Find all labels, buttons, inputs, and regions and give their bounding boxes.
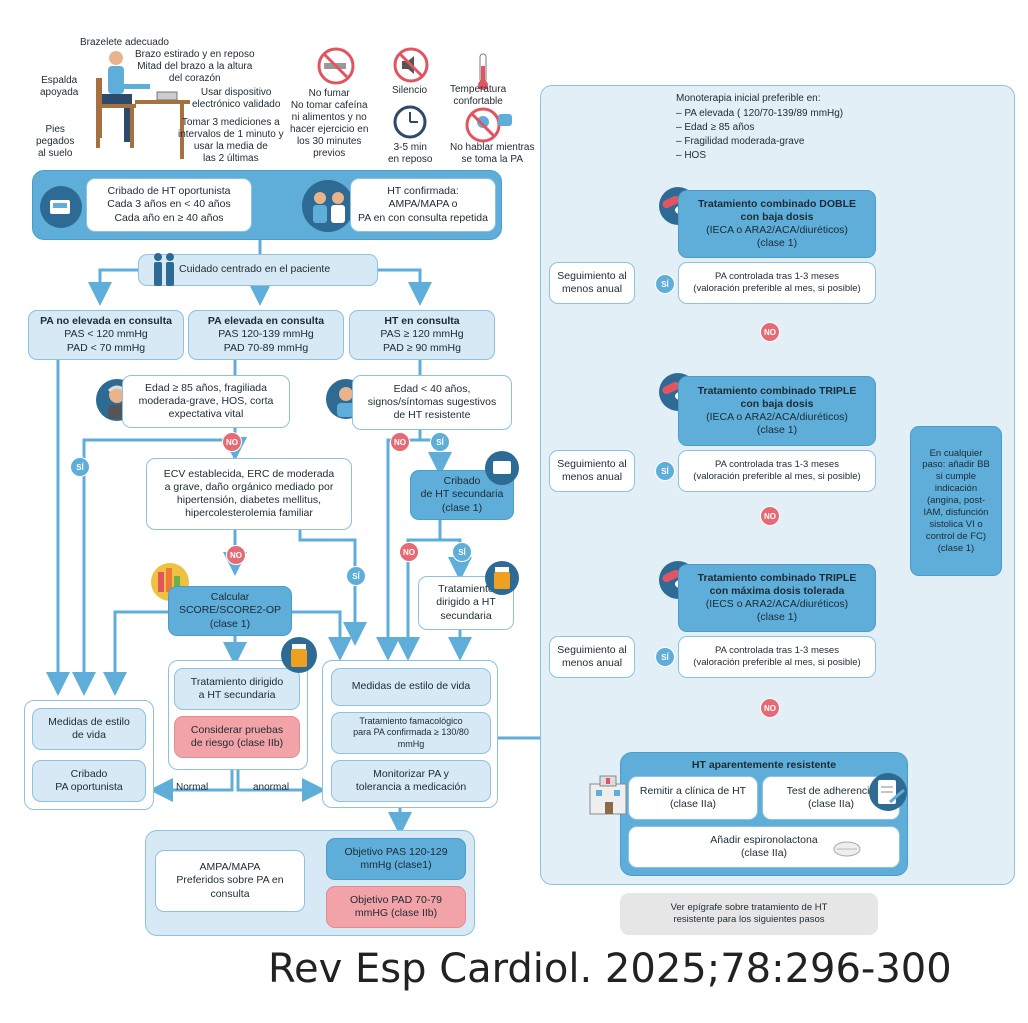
ht-consulta-values: PAS ≥ 120 mmHg PAD ≥ 90 mmHg <box>380 328 464 354</box>
si-badge: SÍ <box>655 647 675 667</box>
no-badge: NO <box>222 432 242 452</box>
mono-item: – HOS <box>676 150 707 161</box>
trat-sec-right-box: Tratamiento dirigido a HT secundaria <box>418 576 514 630</box>
silencio-label: Silencio <box>392 85 428 96</box>
patient-seated-icon <box>96 51 150 148</box>
triple1-box: Tratamiento combinado TRIPLE con baja do… <box>678 376 876 446</box>
no-hablar-label: No hablar mientras se toma la PA <box>450 142 535 165</box>
no-badge: NO <box>226 545 246 565</box>
brazo-label: Brazo estirado y en reposo Mitad del bra… <box>135 49 255 84</box>
bb-box: En cualquier paso: añadir BB si cumple i… <box>910 426 1002 576</box>
si-badge: SÍ <box>452 542 472 562</box>
cribado-oportunista-box: Cribado de HT oportunista Cada 3 años en… <box>86 178 252 232</box>
triple1-sub: (IECA o ARA2/ACA/diuréticos) (clase 1) <box>706 411 848 437</box>
mono-title: Monoterapia inicial preferible en: <box>676 93 821 104</box>
doble-sub: (IECA o ARA2/ACA/diuréticos) (clase 1) <box>706 224 848 250</box>
edad-40-box: Edad < 40 años, signos/síntomas sugestiv… <box>352 375 512 430</box>
cribado-op-box: Cribado PA oportunista <box>32 760 146 802</box>
pa-elevada-box: PA elevada en consulta PAS 120-139 mmHg … <box>188 310 344 360</box>
mono-item: – PA elevada ( 120/70-139/89 mmHg) <box>676 108 844 119</box>
no-talking-icon <box>465 107 512 143</box>
doble-box: Tratamiento combinado DOBLE con baja dos… <box>678 190 876 258</box>
mono-list: – PA elevada ( 120/70-139/89 mmHg) – Eda… <box>676 107 843 163</box>
triple2-title: Tratamiento combinado TRIPLE con máxima … <box>697 571 857 597</box>
citation: Rev Esp Cardiol. 2025;78:296-300 <box>268 946 952 992</box>
pill-bottle-icon <box>281 637 317 673</box>
doble-title: Tratamiento combinado DOBLE con baja dos… <box>697 197 857 223</box>
bp-monitor-icon-2 <box>485 451 519 485</box>
bp-monitor-icon <box>40 186 82 228</box>
cuidado-label: Cuidado centrado en el paciente <box>179 263 331 276</box>
no-badge: NO <box>399 542 419 562</box>
pa-no-elevada-box: PA no elevada en consulta PAS < 120 mmHg… <box>28 310 184 360</box>
seguimiento-box-1: Seguimiento al menos anual <box>549 262 635 304</box>
triple1-title: Tratamiento combinado TRIPLE con baja do… <box>697 384 857 410</box>
si-badge: SÍ <box>346 566 366 586</box>
edad-85-box: Edad ≥ 85 años, fragiliada moderada-grav… <box>122 375 290 428</box>
dispositivo-label: Usar dispositivo electrónico validado <box>192 87 281 110</box>
ampa-box: AMPA/MAPA Preferidos sobre PA en consult… <box>155 850 305 912</box>
table-device-icon <box>135 91 190 159</box>
anormal-label: anormal <box>253 782 290 793</box>
ht-confirmada-box: HT confirmada: AMPA/MAPA o PA en con con… <box>350 178 496 232</box>
hospital-icon <box>589 775 627 815</box>
controlada-box-2: PA controlada tras 1-3 meses (valoración… <box>678 450 876 492</box>
si-badge: SÍ <box>70 457 90 477</box>
pa-no-elevada-values: PAS < 120 mmHg PAD < 70 mmHg <box>64 328 148 354</box>
triple2-sub: (IECS o ARA2/ACA/diuréticos) (clase 1) <box>705 598 849 624</box>
ecv-box: ECV establecida, ERC de moderada a grave… <box>146 458 352 530</box>
no-badge: NO <box>760 698 780 718</box>
controlada-box-3: PA controlada tras 1-3 meses (valoración… <box>678 636 876 678</box>
seguimiento-box-2: Seguimiento al menos anual <box>549 450 635 492</box>
pruebas-box: Considerar pruebas de riesgo (clase IIb) <box>174 716 300 758</box>
medidas-left-box: Medidas de estilo de vida <box>32 708 146 750</box>
objetivo-pas-box: Objetivo PAS 120-129 mmHg (clase1) <box>326 838 466 880</box>
si-badge: SÍ <box>655 461 675 481</box>
pill-bottle-icon-2 <box>485 561 519 595</box>
reposo-label: 3-5 min en reposo <box>388 142 433 165</box>
clipboard-icon <box>869 773 907 811</box>
seguimiento-box-3: Seguimiento al menos anual <box>549 636 635 678</box>
cuidado-centrado-box: Cuidado centrado en el paciente <box>138 254 378 286</box>
no-smoking-icon <box>317 47 355 85</box>
pies-label: Pies pegados al suelo <box>36 124 75 159</box>
no-fumar-label: No fumar No tomar cafeína ni alimentos y… <box>290 88 369 159</box>
cribado-sec-box: Cribado de HT secundaria (clase 1) <box>410 470 514 520</box>
no-badge: NO <box>390 432 410 452</box>
silence-icon <box>393 47 429 83</box>
normal-label: Normal <box>176 782 209 793</box>
resistente-title: HT aparentemente resistente <box>691 759 837 771</box>
mono-item: – Edad ≥ 85 años <box>676 122 755 133</box>
pa-no-elevada-title: PA no elevada en consulta <box>40 315 172 328</box>
brazelete-label: Brazelete adecuado <box>80 37 169 48</box>
clock-icon <box>393 105 427 139</box>
pa-elevada-title: PA elevada en consulta <box>207 315 325 328</box>
temperatura-label: Temperatura confortable <box>450 84 507 107</box>
pill-tablet-icon <box>833 841 861 857</box>
remitir-box: Remitir a clínica de HT (clase IIa) <box>628 776 758 820</box>
score-box: Calcular SCORE/SCORE2-OP (clase 1) <box>168 586 292 636</box>
epigrafe-box: Ver epígrafe sobre tratamiento de HT res… <box>620 893 878 935</box>
monitorizar-box: Monitorizar PA y tolerancia a medicación <box>331 760 491 802</box>
doctor-patient-icon <box>302 180 354 232</box>
trat-sec-left-box: Tratamiento dirigido a HT secundaria <box>174 668 300 710</box>
farmaco-box: Tratamiento famacológico para PA confirm… <box>331 712 491 754</box>
controlada-box-1: PA controlada tras 1-3 meses (valoración… <box>678 262 876 304</box>
si-badge: SÍ <box>655 274 675 294</box>
no-badge: NO <box>760 506 780 526</box>
ht-consulta-box: HT en consulta PAS ≥ 120 mmHg PAD ≥ 90 m… <box>349 310 495 360</box>
medidas-right-box: Medidas de estilo de vida <box>331 668 491 706</box>
mediciones-label: Tomar 3 mediciones a intervalos de 1 min… <box>178 117 284 164</box>
patients-icon <box>154 253 174 286</box>
si-badge: SÍ <box>430 432 450 452</box>
triple2-box: Tratamiento combinado TRIPLE con máxima … <box>678 564 876 632</box>
pa-elevada-values: PAS 120-139 mmHg PAD 70-89 mmHg <box>218 328 314 354</box>
thermometer-icon <box>478 53 488 90</box>
objetivo-pad-box: Objetivo PAD 70-79 mmHG (clase IIb) <box>326 886 466 928</box>
ht-consulta-title: HT en consulta <box>384 315 460 328</box>
espalda-label: Espalda apoyada <box>40 75 79 98</box>
mono-item: – Fragilidad moderada-grave <box>676 136 805 147</box>
no-badge: NO <box>760 322 780 342</box>
